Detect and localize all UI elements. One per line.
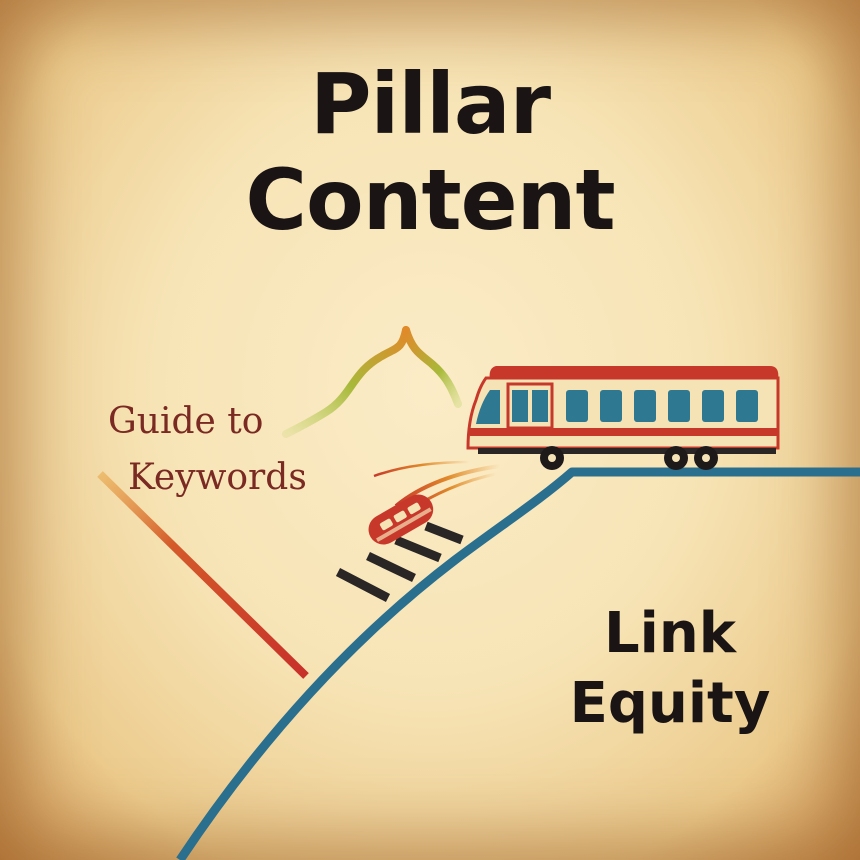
train-icon (466, 366, 780, 470)
link-equity-track (176, 467, 860, 860)
equity-label-line-2: Equity (569, 671, 771, 736)
pillar-connector (282, 258, 462, 438)
equity-label-line-1: Link (604, 601, 736, 666)
small-train-icon (368, 460, 501, 545)
guide-label-line-2: Keywords (128, 457, 307, 498)
keyword-connector-line (97, 471, 309, 679)
track-ties (335, 521, 464, 602)
title-line-1: Pillar (309, 55, 551, 153)
title-line-2: Content (245, 151, 615, 249)
guide-label-line-1: Guide to (108, 401, 264, 442)
